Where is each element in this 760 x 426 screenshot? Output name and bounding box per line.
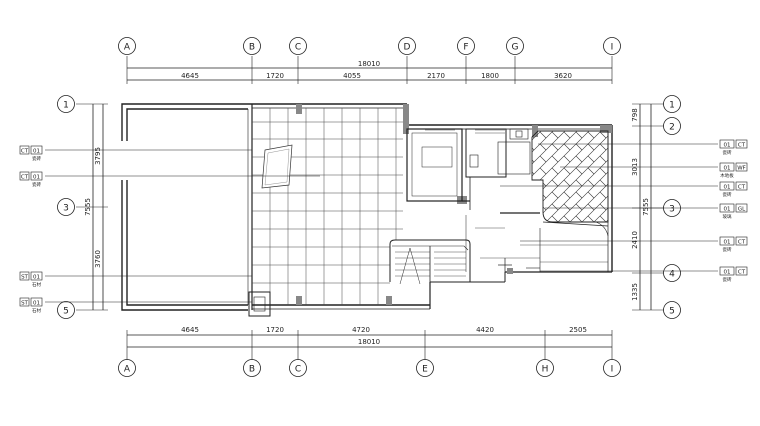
bottom-dim-1: 4645 (181, 326, 199, 334)
bottom-axis-label: A (124, 365, 131, 375)
top-dim-3: 4055 (343, 72, 361, 80)
staircase (389, 239, 471, 285)
right-tag-num: 01 (724, 207, 731, 213)
right-tag-sub: 瓷砖 (723, 149, 732, 156)
left-tag-code: CT (21, 175, 29, 181)
bottom-axis-label: H (542, 365, 549, 375)
left-tag-num: 01 (33, 149, 40, 155)
lower-right-zone (465, 215, 608, 272)
left-tag-num: 01 (33, 275, 40, 281)
left-dimension-chain: 7555 3795 3760 1 3 5 (57, 95, 108, 319)
right-dim-3: 2410 (631, 231, 639, 249)
right-tag-code: WF (737, 166, 746, 172)
top-axis-label: B (249, 43, 255, 53)
bottom-total-dim: 18010 (358, 338, 380, 346)
bottom-axis-label: B (249, 365, 255, 375)
top-axis-label: C (295, 43, 301, 53)
left-tag-num: 01 (33, 301, 40, 307)
bottom-axis-label: E (422, 365, 428, 375)
left-tag-code: ST (21, 301, 28, 307)
right-tag-sub: 瓷砖 (723, 276, 732, 283)
herringbone-wood-floor (531, 130, 609, 237)
left-tag-sub: 瓷砖 (32, 155, 41, 162)
top-axis-label: F (463, 43, 468, 53)
top-dim-1: 4645 (181, 72, 199, 80)
top-total-dim: 18010 (358, 60, 380, 68)
bottom-axis-label: C (295, 365, 301, 375)
left-tag-code: CT (21, 149, 29, 155)
right-dimension-chain: 7555 798 3013 2410 1335 1 2 3 4 5 (631, 95, 681, 319)
right-tag-num: 01 (724, 240, 731, 246)
top-axis-label: G (512, 43, 519, 53)
right-tag-code: CT (738, 270, 746, 276)
right-material-tags: 01 CT 瓷砖 01 WF 木地板 01 CT 瓷砖 01 GL 玻璃 01 … (500, 139, 748, 283)
right-axis-label: 1 (669, 101, 675, 111)
right-axis-label: 3 (669, 205, 675, 215)
rug-outline (261, 144, 293, 189)
right-axis-label: 4 (669, 270, 675, 280)
entry-pillar (248, 291, 271, 317)
top-dim-5: 1800 (481, 72, 499, 80)
top-axis-label: D (404, 43, 411, 53)
right-tag-code: CT (738, 185, 746, 191)
top-dim-4: 2170 (427, 72, 445, 80)
right-tag-num: 01 (724, 143, 731, 149)
bottom-dim-3: 4720 (352, 326, 370, 334)
top-dim-2: 1720 (266, 72, 284, 80)
right-tag-sub: 玻璃 (723, 213, 732, 220)
left-material-tags: CT 01 瓷砖 CT 01 瓷砖 ST 01 石材 ST 01 石材 (19, 145, 320, 314)
middle-rooms (406, 128, 540, 214)
right-tag-sub: 瓷砖 (723, 191, 732, 198)
left-dim-2: 3760 (94, 250, 102, 268)
top-dim-6: 3620 (554, 72, 572, 80)
right-tag-num: 01 (724, 166, 731, 172)
left-tag-code: ST (21, 275, 28, 281)
right-tag-num: 01 (724, 185, 731, 191)
left-tag-sub: 瓷砖 (32, 181, 41, 188)
left-total-dim: 7555 (84, 198, 92, 216)
right-tag-sub: 木地板 (720, 172, 734, 179)
left-axis-label: 5 (63, 307, 69, 317)
left-tag-num: 01 (33, 175, 40, 181)
bottom-dimension-chain: 4645 1720 4720 4420 2505 18010 (126, 326, 613, 360)
right-dim-4: 1335 (631, 283, 639, 301)
right-total-dim: 7555 (642, 198, 650, 216)
tile-grid-main-hall (252, 108, 403, 305)
right-tag-num: 01 (724, 270, 731, 276)
left-tag-sub: 石材 (32, 281, 41, 288)
bottom-axis-bubbles: A B C E H I (118, 359, 621, 377)
right-tag-code: CT (738, 240, 746, 246)
bottom-dim-5: 2505 (569, 326, 587, 334)
right-axis-label: 2 (669, 123, 675, 133)
right-dim-1: 798 (631, 108, 639, 121)
bottom-dim-4: 4420 (476, 326, 494, 334)
left-axis-label: 1 (63, 101, 69, 111)
top-axis-bubbles: A B C D F G I (118, 37, 621, 55)
left-axis-label: 3 (63, 204, 69, 214)
right-tag-code: GL (738, 207, 746, 213)
left-dim-1: 3795 (94, 147, 102, 165)
right-tag-sub: 瓷砖 (723, 246, 732, 253)
top-dimension-chain: 18010 4645 1720 4055 2170 1800 3620 (126, 56, 613, 84)
right-axis-label: 5 (669, 307, 675, 317)
bottom-dim-2: 1720 (266, 326, 284, 334)
top-axis-label: A (124, 43, 131, 53)
left-tag-sub: 石材 (32, 307, 41, 314)
bottom-axis-label: I (611, 365, 614, 375)
top-axis-label: I (611, 43, 614, 53)
right-tag-code: CT (738, 143, 746, 149)
